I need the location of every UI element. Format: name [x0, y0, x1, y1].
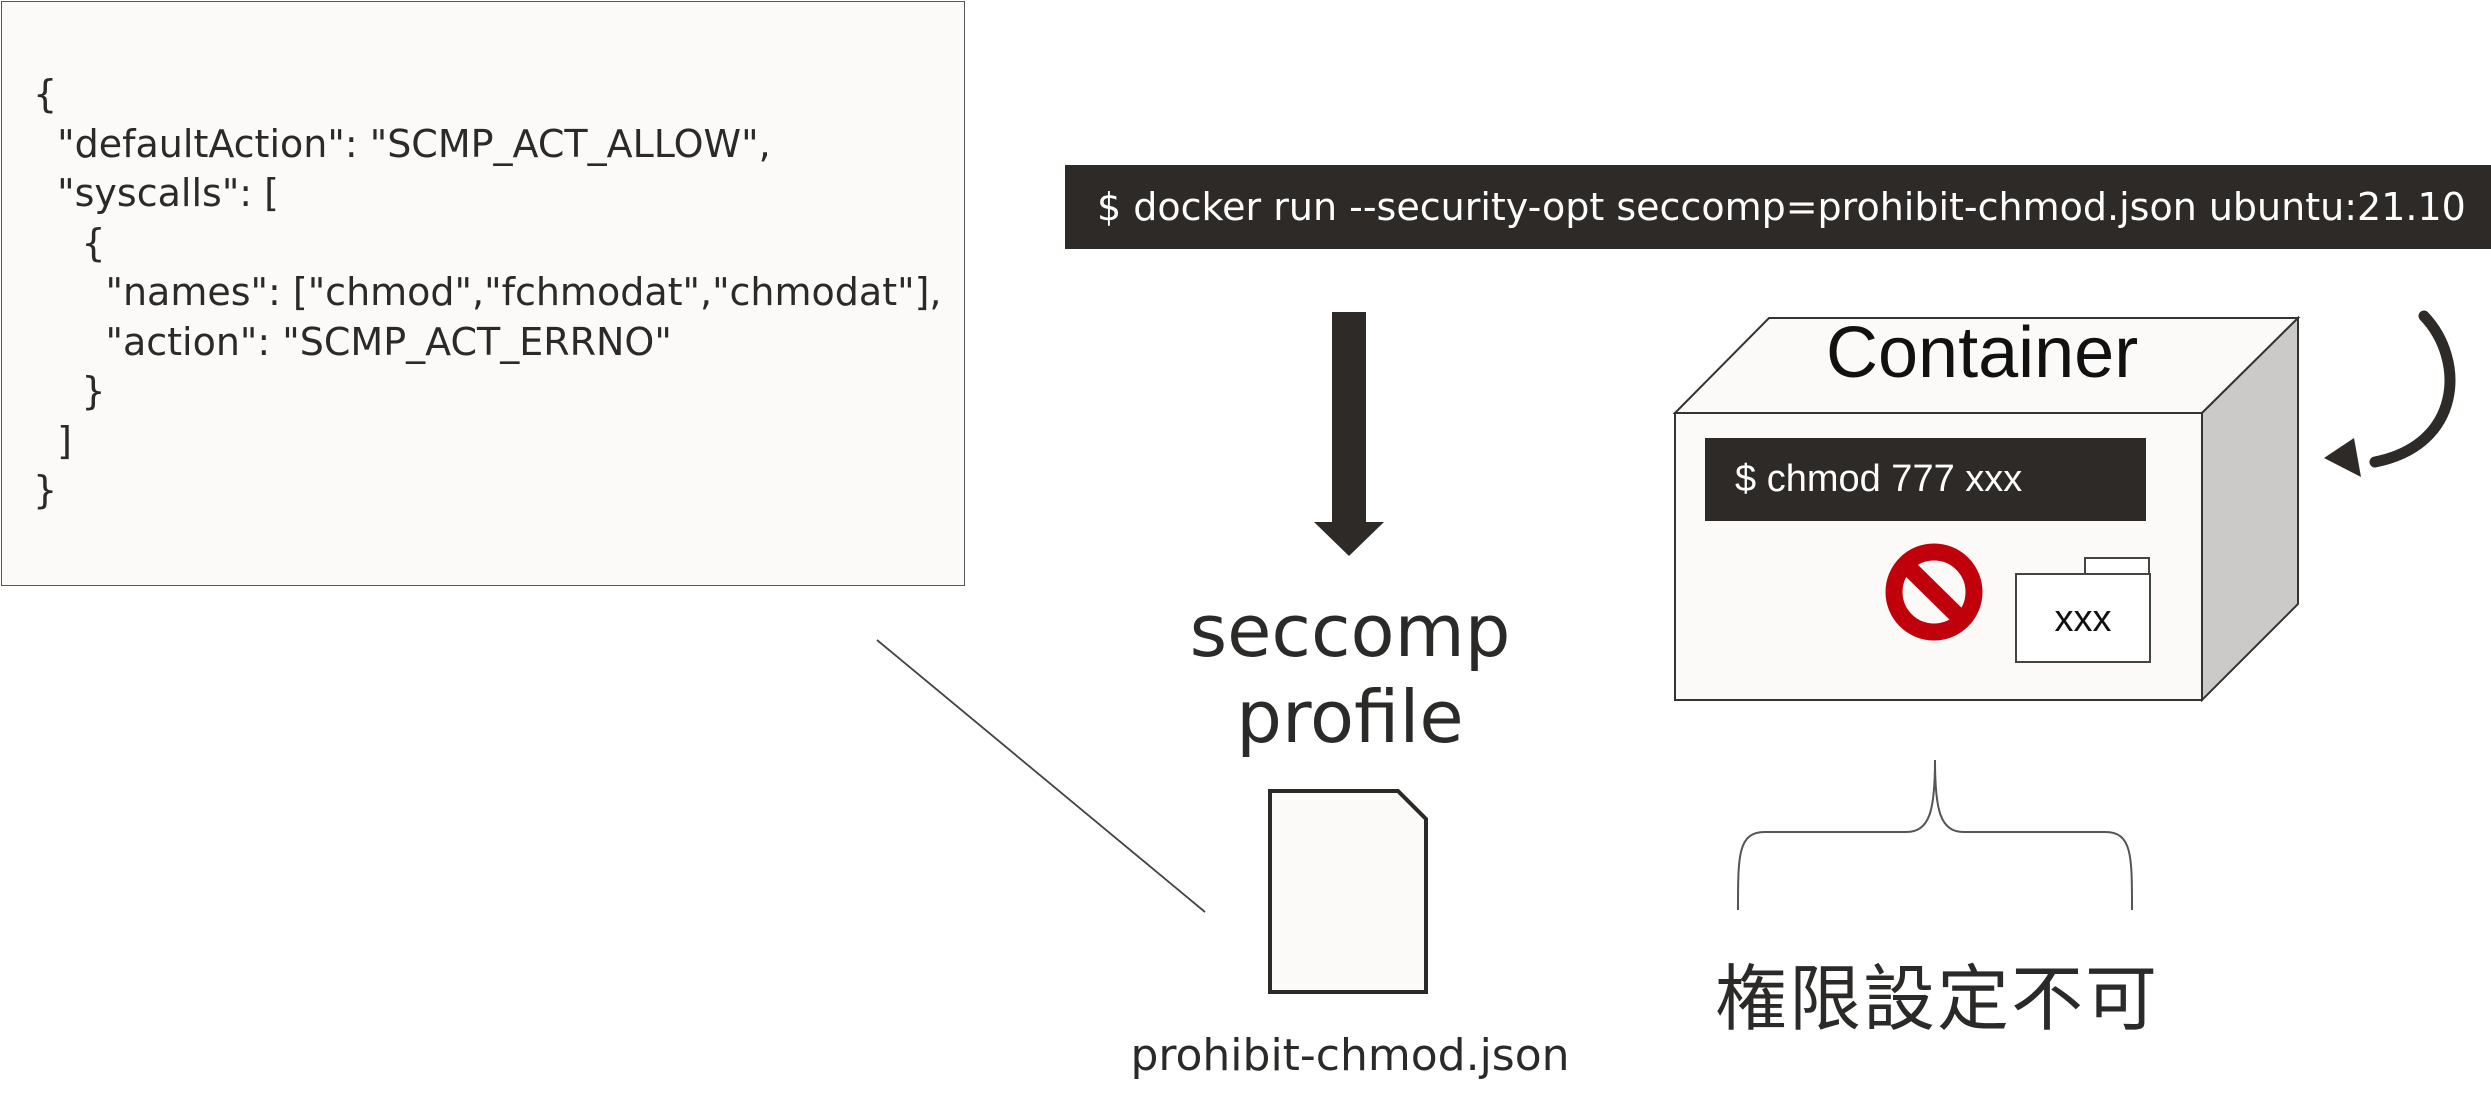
json-line: ] [33, 418, 72, 463]
json-line: "syscalls": [ [33, 171, 279, 215]
callout-line [876, 639, 1206, 913]
profile-filename: prohibit-chmod.json [1130, 1030, 1570, 1081]
profile-json-code: { "defaultAction": "SCMP_ACT_ALLOW", "sy… [33, 70, 941, 516]
json-line: { [33, 72, 58, 116]
folder-icon [2015, 557, 2151, 663]
permission-denied-label: 権限設定不可 [1715, 957, 2160, 1041]
json-line: } [33, 369, 106, 413]
container-command-bar: $ chmod 777 xxx [1705, 438, 2146, 521]
document-icon [1268, 789, 1428, 994]
arrow-down-icon [1314, 312, 1384, 556]
seccomp-profile-line2: profile [1236, 675, 1464, 759]
curly-brace [1737, 759, 2133, 911]
json-line: "action": "SCMP_ACT_ERRNO" [33, 319, 672, 364]
docker-command-bar: $ docker run --security-opt seccomp=proh… [1065, 165, 2491, 249]
json-line: "names": ["chmod","fchmodat","chmodat"], [33, 270, 942, 314]
profile-json-box: { "defaultAction": "SCMP_ACT_ALLOW", "sy… [1, 1, 965, 586]
json-line: { [33, 220, 106, 265]
curved-arrow-icon [2324, 310, 2456, 477]
json-line: } [33, 468, 58, 512]
container-label: Container [1826, 313, 2139, 393]
seccomp-profile-label: seccomp profile [1100, 588, 1600, 760]
prohibited-icon [1885, 543, 1983, 641]
json-line: "defaultAction": "SCMP_ACT_ALLOW", [33, 121, 771, 166]
folder-label: xxx [2054, 598, 2112, 640]
seccomp-profile-line1: seccomp [1189, 589, 1511, 673]
